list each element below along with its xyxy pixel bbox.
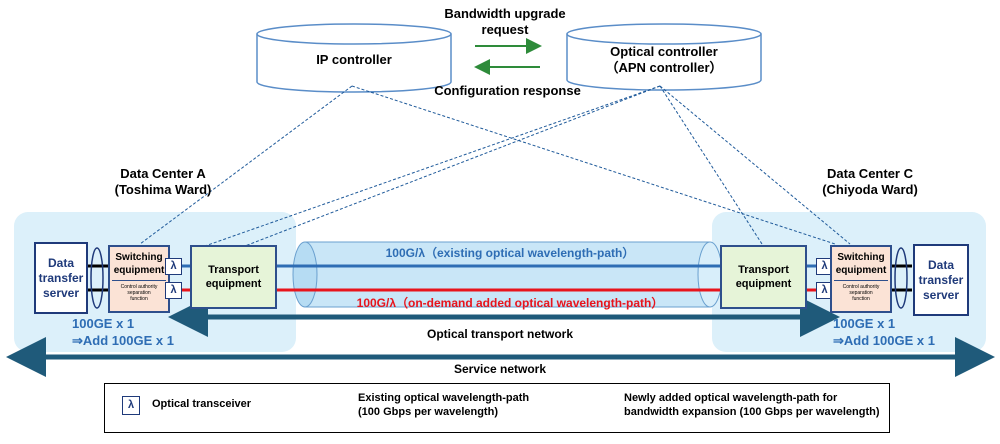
request-line1: Bandwidth upgrade xyxy=(444,6,566,21)
dc-a-server-line1: Data xyxy=(47,255,74,270)
dc-c-port-line2: ⇒Add 100GE x 1 xyxy=(833,333,935,348)
dc-c-ports xyxy=(890,247,912,309)
dc-a-transport-line2: equipment xyxy=(205,278,262,290)
dc-c-switch-line1: Switching xyxy=(837,252,885,263)
legend-blue-line1: Newly added optical wavelength-path for xyxy=(624,392,838,404)
dc-a-switch-sub2: separation xyxy=(127,290,151,296)
dc-c-switch-sub1: Control authority xyxy=(842,284,880,290)
added-path-label: 100G/λ（on-demand added optical wavelengt… xyxy=(356,296,664,310)
dc-a-ports xyxy=(86,247,108,309)
optical-controller-line2: （APN controller） xyxy=(605,60,723,75)
dc-a-server-line2: transfer xyxy=(38,270,84,285)
dc-c-switch-line2: equipment xyxy=(835,265,887,276)
optical-network-label: Optical transport network xyxy=(426,327,574,341)
dc-a-name-line2: (Toshima Ward) xyxy=(114,182,212,197)
dc-a-name-line1: Data Center A xyxy=(120,166,206,181)
dc-c-name-line2: (Chiyoda Ward) xyxy=(822,182,918,197)
optical-controller-cylinder xyxy=(566,23,762,91)
dc-c-server-line1: Data xyxy=(927,257,954,272)
dc-a-transceiver-bottom: λ xyxy=(165,282,182,299)
optical-controller-line1: Optical controller xyxy=(610,44,718,59)
dc-a-switch-sub1: Control authority xyxy=(120,284,158,290)
dc-a-switch-sub3: function xyxy=(130,296,148,302)
dc-a-server-line3: server xyxy=(42,285,80,300)
dc-c-switch-sub3: function xyxy=(852,296,870,302)
dc-c-server-line2: transfer xyxy=(918,272,964,287)
bandwidth-request-label: Bandwidth upgrade request xyxy=(425,6,585,38)
legend-transceiver-icon: λ xyxy=(122,396,140,415)
legend-transceiver-label: Optical transceiver xyxy=(152,398,252,410)
dc-a-name: Data Center A (Toshima Ward) xyxy=(88,166,238,198)
dc-c-name: Data Center C (Chiyoda Ward) xyxy=(795,166,945,198)
dc-c-transport-line2: equipment xyxy=(735,278,792,290)
dc-a-port-line2: ⇒Add 100GE x 1 xyxy=(72,333,174,348)
dc-a-port-info: 100GE x 1 ⇒Add 100GE x 1 xyxy=(72,315,232,349)
service-network-label: Service network xyxy=(453,362,547,376)
dc-a-switch-line2: equipment xyxy=(113,265,165,276)
dc-c-transport: Transport equipment xyxy=(720,245,807,309)
dc-a-transport-line1: Transport xyxy=(208,264,259,276)
dc-a-transceiver-top: λ xyxy=(165,258,182,275)
existing-path-label: 100G/λ（existing optical wavelength-path） xyxy=(385,246,635,260)
dc-c-transport-line1: Transport xyxy=(738,264,789,276)
legend xyxy=(104,383,890,433)
dc-c-switch: Switching equipment Control authority se… xyxy=(830,245,892,313)
dc-a-switch: Switching equipment Control authority se… xyxy=(108,245,170,313)
dc-a-server: Data transfer server xyxy=(34,242,88,314)
dc-a-transport: Transport equipment xyxy=(190,245,277,309)
dc-c-name-line1: Data Center C xyxy=(827,166,913,181)
legend-red-label: Existing optical wavelength-path (100 Gb… xyxy=(358,391,529,419)
optical-controller-label: Optical controller （APN controller） xyxy=(567,44,761,76)
control-links xyxy=(139,85,851,247)
legend-red-line2: (100 Gbps per wavelength) xyxy=(358,406,498,418)
dc-c-port-line1: 100GE x 1 xyxy=(833,316,896,331)
legend-red-line1: Existing optical wavelength-path xyxy=(358,392,530,404)
ip-controller-label: IP controller xyxy=(316,52,392,67)
legend-blue-label: Newly added optical wavelength-path for … xyxy=(624,391,880,419)
ip-controller-cylinder xyxy=(256,23,452,93)
dc-a-port-line1: 100GE x 1 xyxy=(72,316,135,331)
legend-blue-line2: bandwidth expansion (100 Gbps per wavele… xyxy=(624,406,880,418)
dc-c-server: Data transfer server xyxy=(913,244,969,316)
dc-a-switch-line1: Switching xyxy=(115,252,163,263)
dc-c-server-line3: server xyxy=(922,287,960,302)
configuration-response-label: Configuration response xyxy=(434,83,581,98)
request-line2: request xyxy=(481,22,529,37)
dc-c-switch-sub2: separation xyxy=(849,290,873,296)
dc-c-port-info: 100GE x 1 ⇒Add 100GE x 1 xyxy=(833,315,993,349)
